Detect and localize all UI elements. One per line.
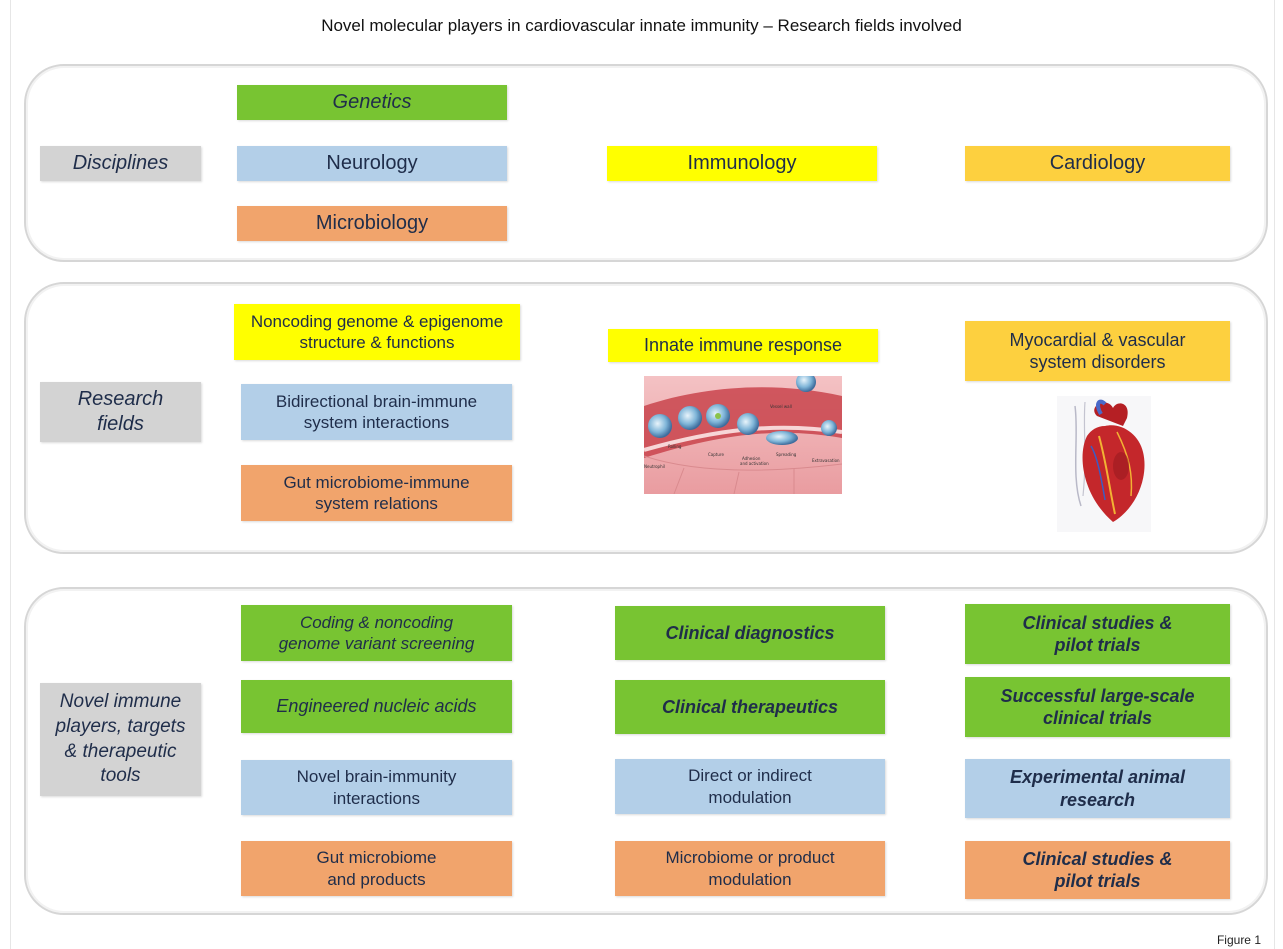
research-fields-label: Research fields — [40, 382, 201, 442]
brain-immunity-box: Novel brain-immunity interactions — [241, 760, 512, 815]
clinical-studies-box-2: Clinical studies & pilot trials — [965, 841, 1230, 899]
coding-screening-box: Coding & noncoding genome variant screen… — [241, 605, 512, 661]
neurology-box: Neurology — [237, 146, 507, 181]
label-adhesion: Adhesion — [742, 456, 761, 461]
brain-immune-box: Bidirectional brain-immune system intera… — [241, 384, 512, 440]
figure-frame — [10, 0, 1275, 949]
disciplines-label: Disciplines — [40, 146, 201, 181]
gut-microbiome-box: Gut microbiome-immune system relations — [241, 465, 512, 521]
gut-products-box: Gut microbiome and products — [241, 841, 512, 896]
players-label: Novel immune players, targets & therapeu… — [40, 683, 201, 796]
microbiology-box: Microbiology — [237, 206, 507, 241]
microbiome-modulation-box: Microbiome or product modulation — [615, 841, 885, 896]
players-section — [24, 587, 1268, 915]
immunology-box: Immunology — [607, 146, 877, 181]
label-extravasation: Extravasation — [812, 458, 840, 463]
large-scale-trials-box: Successful large-scale clinical trials — [965, 677, 1230, 737]
direct-modulation-box: Direct or indirect modulation — [615, 759, 885, 814]
label-capture: Capture — [708, 452, 724, 457]
genetics-box: Genetics — [237, 85, 507, 120]
innate-response-box: Innate immune response — [608, 329, 878, 362]
clinical-diagnostics-box: Clinical diagnostics — [615, 606, 885, 660]
disciplines-section — [24, 64, 1268, 262]
label-spreading: Spreading — [776, 452, 797, 457]
label-activation: and activation — [740, 461, 769, 466]
label-vessel-wall: Vessel wall — [770, 404, 792, 409]
myocardial-box: Myocardial & vascular system disorders — [965, 321, 1230, 381]
animal-research-box: Experimental animal research — [965, 759, 1230, 818]
blood-vessel-illustration: Neutrophil Rolling Capture Adhesion and … — [644, 376, 842, 494]
heart-illustration — [1057, 396, 1151, 532]
noncoding-genome-box: Noncoding genome & epigenome structure &… — [234, 304, 520, 360]
figure-label: Figure 1 — [1216, 933, 1261, 947]
clinical-studies-box-1: Clinical studies & pilot trials — [965, 604, 1230, 664]
diagram-title: Novel molecular players in cardiovascula… — [321, 16, 962, 35]
label-rolling: Rolling — [668, 444, 682, 449]
cardiology-box: Cardiology — [965, 146, 1230, 181]
clinical-therapeutics-box: Clinical therapeutics — [615, 680, 885, 734]
label-neutrophil: Neutrophil — [644, 464, 665, 469]
research-fields-section — [24, 282, 1268, 554]
engineered-na-box: Engineered nucleic acids — [241, 680, 512, 733]
